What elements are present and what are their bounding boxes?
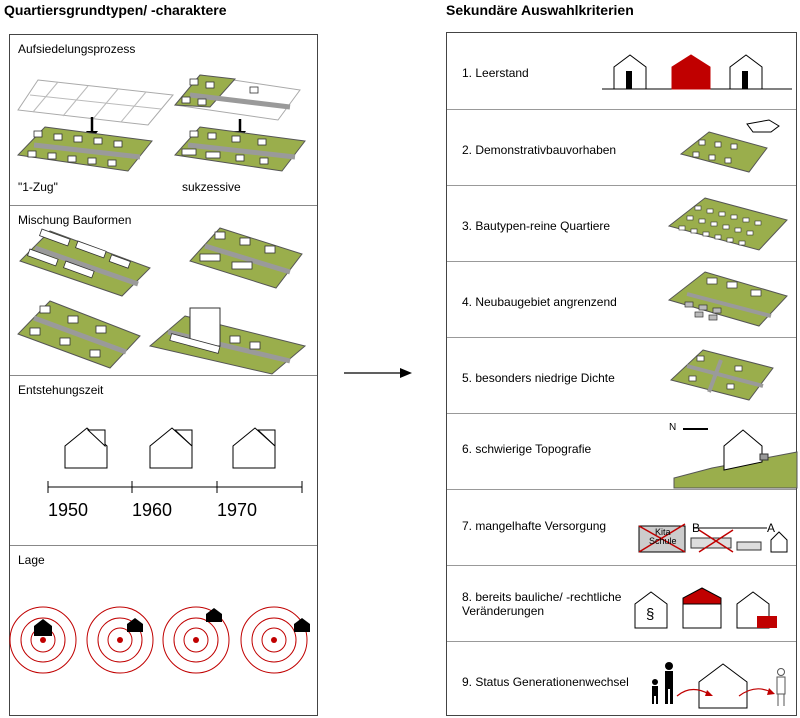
criterion-row: 7. mangelhafte Versorgung Kita Schule B … [447, 489, 796, 566]
criterion-row: 4. Neubaugebiet angrenzend [447, 261, 796, 338]
caption-1-zug: "1-Zug" [18, 180, 58, 194]
section-title: Entstehungszeit [18, 383, 104, 397]
generationenwechsel-icon [652, 662, 786, 709]
criterion-row: 2. Demonstrativbauvorhaben [447, 109, 796, 186]
year-label: 1960 [132, 500, 173, 520]
criterion-row: 8. bereits bauliche/ -rechtliche Verände… [447, 565, 796, 642]
right-panel: 1. Leerstand 2. Demonstrativbauvorhaben … [446, 32, 798, 718]
north-label: N [669, 422, 677, 433]
entstehung-diagram [47, 427, 303, 493]
leerstand-icon [602, 54, 792, 90]
connector-arrow-icon [344, 368, 412, 378]
right-heading: Sekundäre Auswahlkriterien [446, 2, 634, 18]
neubaugebiet-icon [667, 271, 788, 327]
year-label: 1950 [48, 500, 89, 520]
criterion-label: 8. bereits bauliche/ -rechtliche Verände… [462, 590, 622, 618]
caption-sukzessive: sukzessive [182, 180, 241, 194]
criterion-row: 1. Leerstand [447, 33, 796, 109]
point-a-label: A [767, 521, 776, 535]
niedrige-dichte-icon [669, 349, 774, 401]
kita-schule-label: Kita Schule [649, 528, 677, 546]
criterion-label: 5. besonders niedrige Dichte [462, 371, 615, 385]
criterion-row: 3. Bautypen-reine Quartiere [447, 185, 796, 262]
point-b-label: B [692, 521, 701, 535]
kita-label: Kita [655, 527, 671, 537]
criterion-label: 3. Bautypen-reine Quartiere [462, 219, 611, 233]
criterion-label: 6. schwierige Topografie [462, 442, 592, 456]
left-panel: Aufsiedelungsprozess [9, 34, 318, 716]
criterion-row: 9. Status Generationenwechsel [447, 641, 796, 718]
criterion-label: 2. Demonstrativbauvorhaben [462, 143, 617, 157]
schule-label: Schule [649, 536, 677, 546]
paragraph-label: § [646, 606, 655, 623]
left-heading: Quartiersgrundtypen/ -charaktere [4, 2, 227, 18]
criterion-row: 5. besonders niedrige Dichte [447, 337, 796, 414]
criterion-label: 4. Neubaugebiet angrenzend [462, 295, 617, 309]
section-title: Aufsiedelungsprozess [18, 42, 136, 56]
section-title: Mischung Bauformen [18, 213, 132, 227]
section-lage: Lage [9, 545, 317, 718]
aufsiedelung-diagram [16, 74, 306, 172]
demonstrativ-icon [679, 119, 780, 173]
section-entstehung: Entstehungszeit 1950 1960 1970 [10, 375, 317, 546]
year-label: 1970 [217, 500, 258, 520]
criterion-label: 1. Leerstand [462, 66, 529, 80]
versorgung-icon [638, 523, 788, 553]
section-aufsiedelung: Aufsiedelungsprozess [10, 35, 317, 205]
mischung-diagram [17, 227, 307, 375]
lage-diagram [9, 606, 310, 674]
criterion-label: 9. Status Generationenwechsel [462, 675, 629, 689]
topografie-icon [673, 428, 798, 489]
section-mischung: Mischung Bauformen [10, 205, 317, 376]
criterion-row: 6. schwierige Topografie N [447, 413, 798, 490]
section-title: Lage [18, 553, 45, 567]
criterion-label: 7. mangelhafte Versorgung [462, 519, 607, 533]
veraenderungen-icon [634, 587, 777, 629]
bautypen-icon [667, 197, 788, 251]
